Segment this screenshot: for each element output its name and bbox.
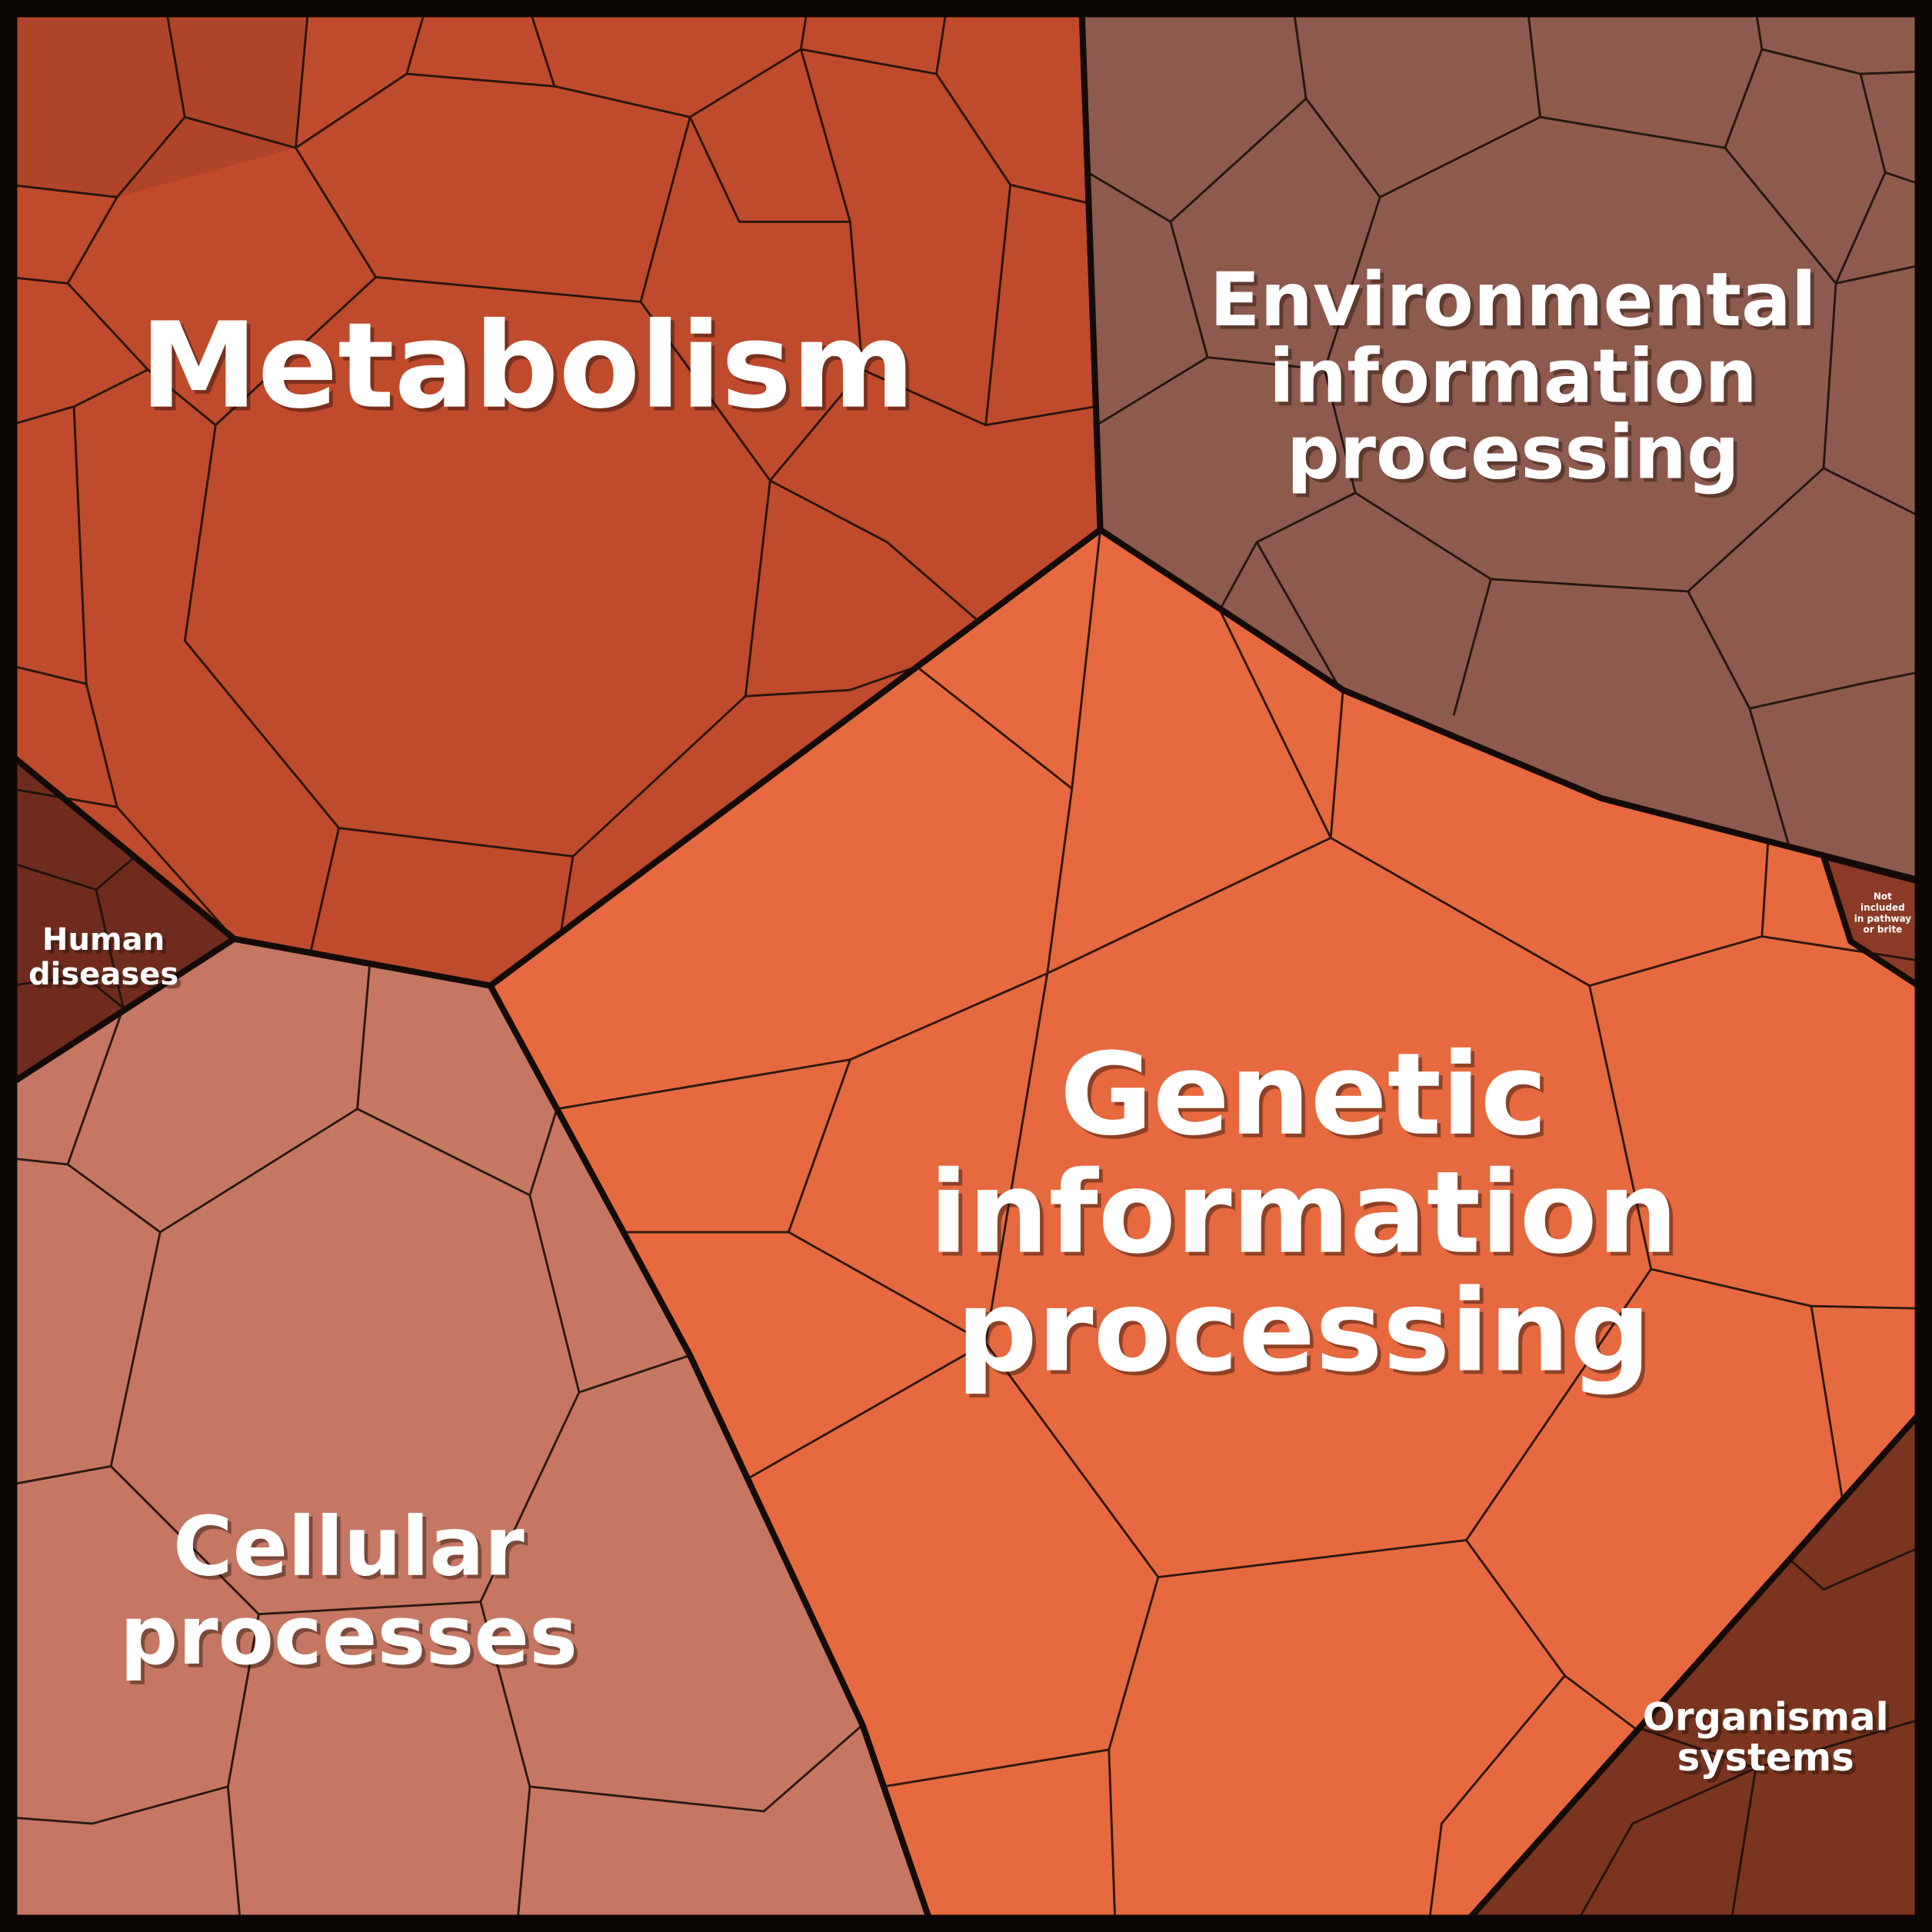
cell-borders-organismal — [1576, 1545, 1924, 1924]
label-environmental-line3: processing — [1287, 410, 1740, 496]
label-environmental-line2: information — [1269, 333, 1757, 419]
cell-borders-human-diseases — [8, 854, 137, 1009]
label-organismal-line2: systems — [1677, 1735, 1854, 1780]
label-not-included-line4: or brite — [1863, 924, 1902, 935]
label-not-included-line1: Not — [1874, 891, 1892, 901]
cell-borders-cellular — [8, 963, 864, 1924]
label-genetic-line2: information — [929, 1147, 1678, 1279]
label-cellular-line1: Cellular — [173, 1499, 525, 1594]
label-cellular-line2: processes — [120, 1588, 578, 1683]
label-not-included-line3: in pathway — [1854, 913, 1912, 924]
cell-borders-genetic — [555, 528, 1924, 1924]
label-metabolism: Metabolism — [140, 298, 915, 435]
cell-borders-environmental — [1087, 8, 1924, 848]
label-genetic-line3: processing — [956, 1264, 1651, 1397]
label-environmental-line1: Environmental — [1210, 257, 1817, 343]
label-human-diseases-line1: Human — [42, 922, 165, 958]
label-genetic-line1: Genetic — [1060, 1028, 1547, 1161]
label-organismal-line1: Organismal — [1643, 1694, 1889, 1739]
label-not-included-line2: included — [1860, 902, 1905, 913]
cell-borders-metabolism — [8, 8, 1097, 954]
label-human-diseases-line2: diseases — [28, 957, 178, 992]
